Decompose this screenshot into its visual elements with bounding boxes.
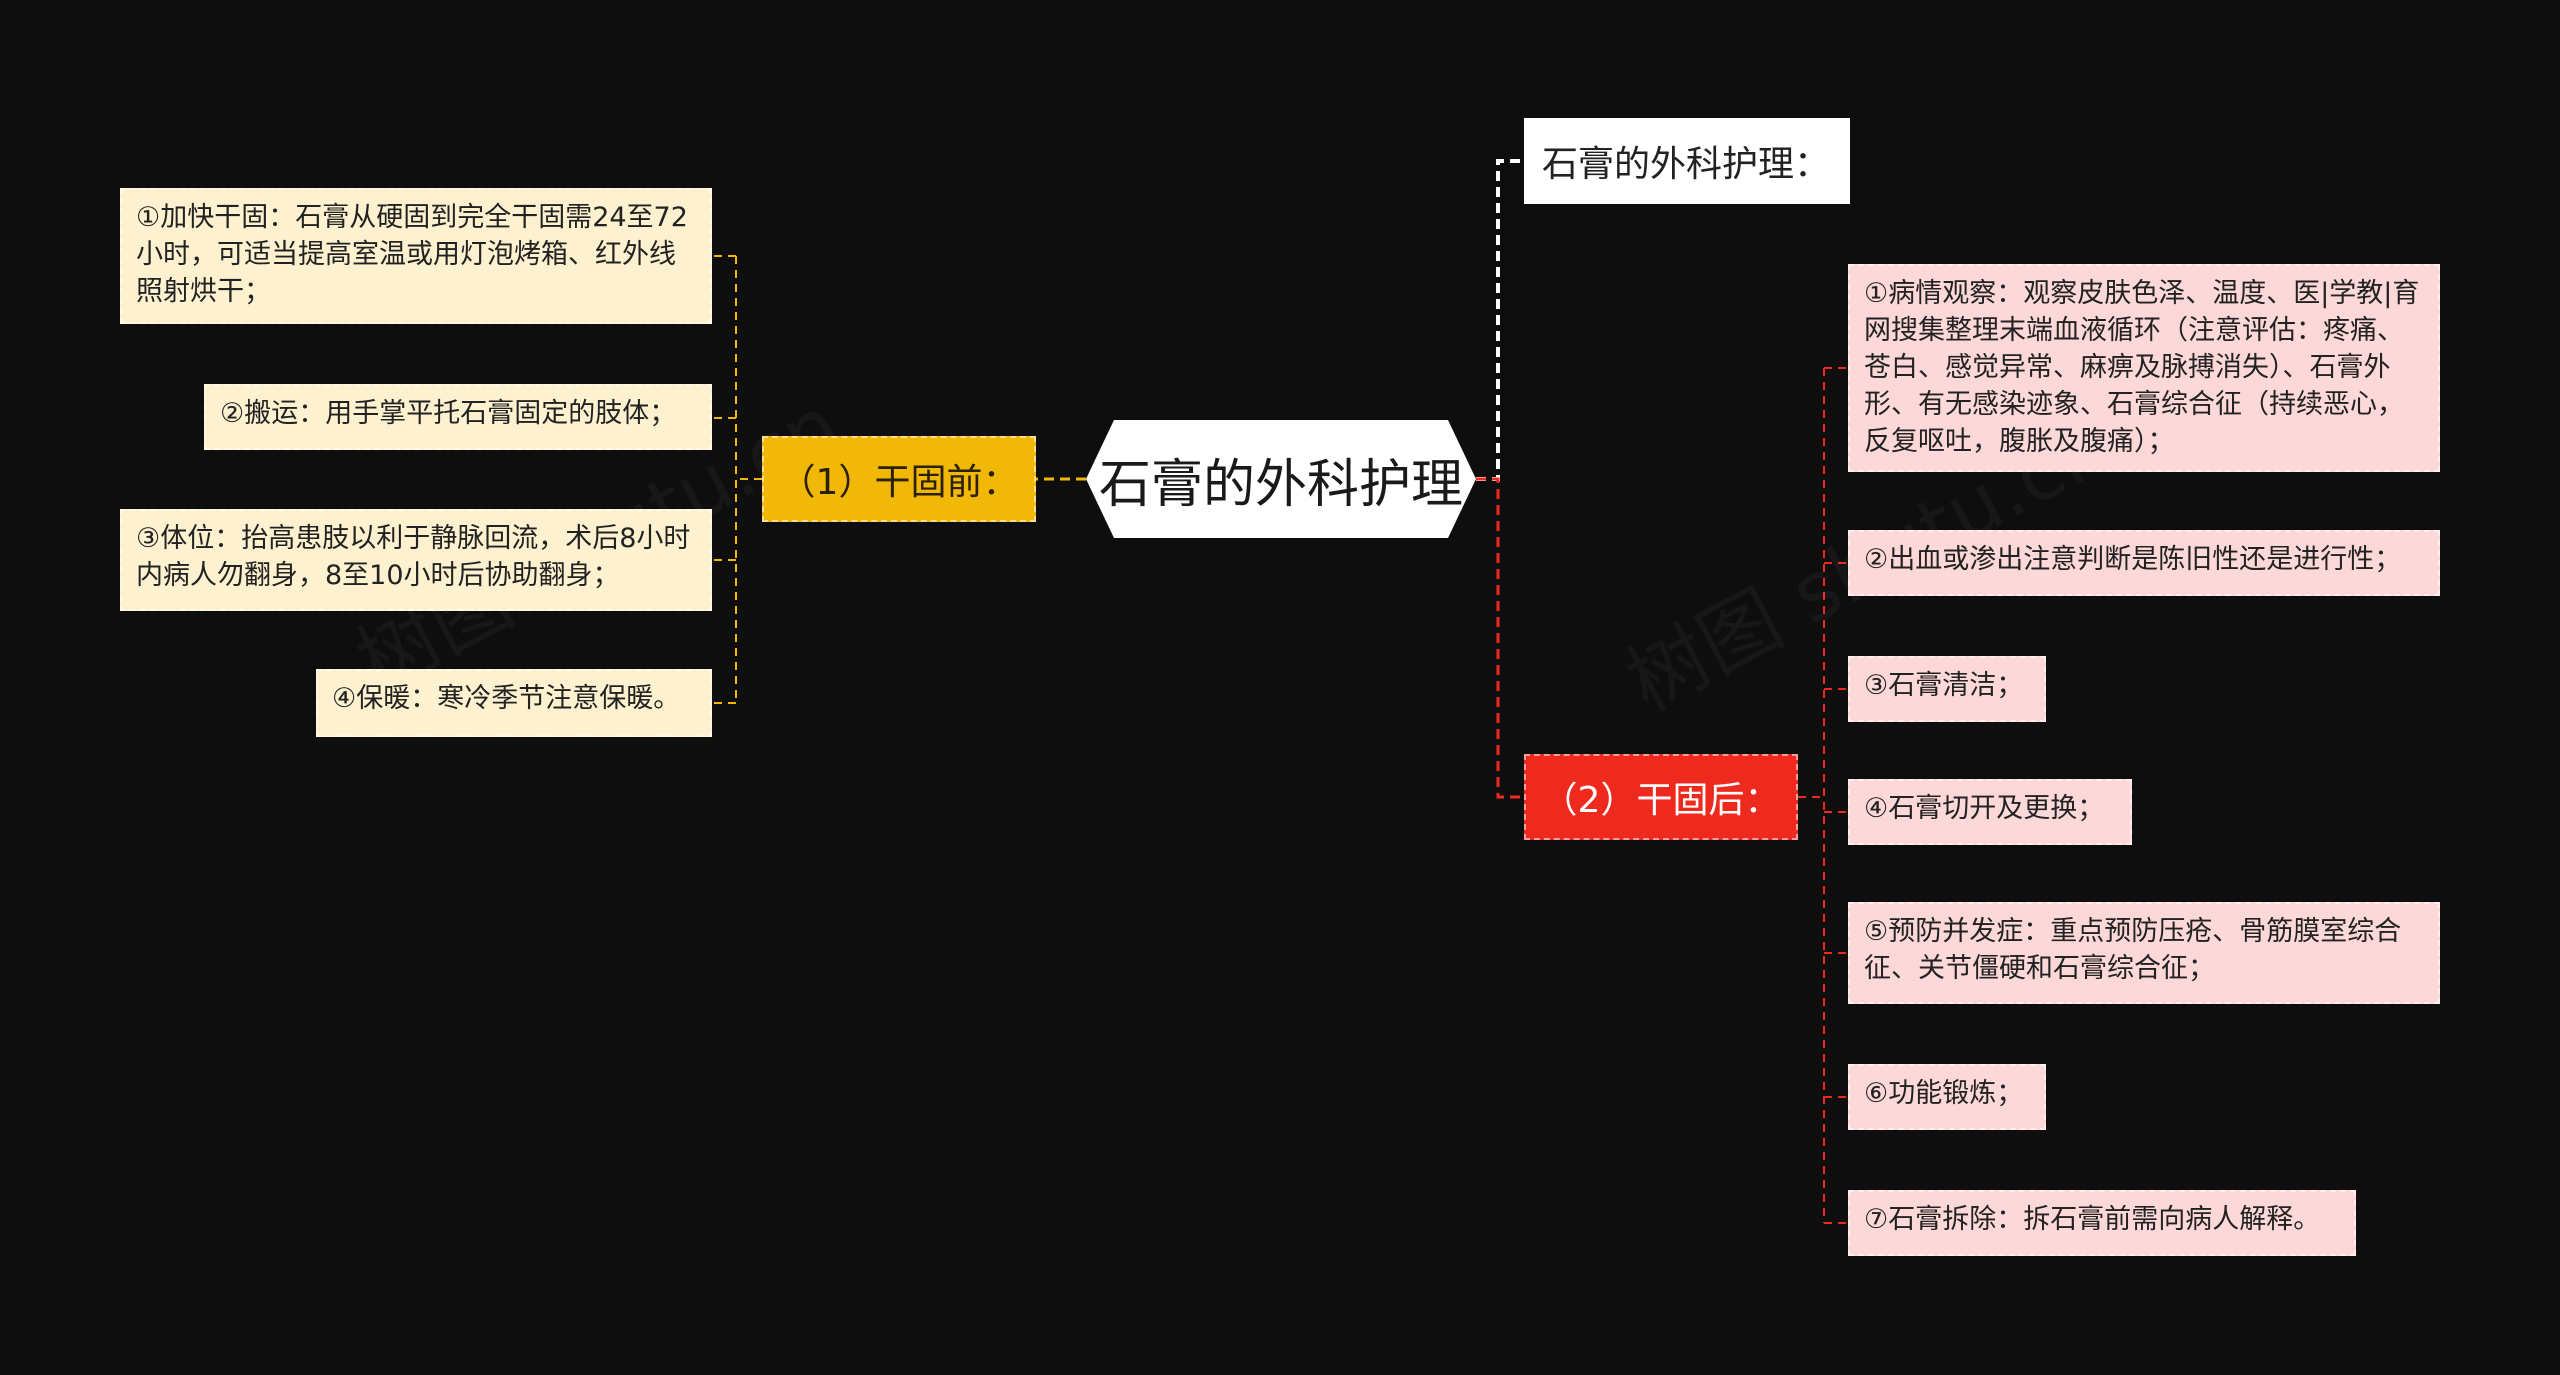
branch-title-node[interactable]: 石膏的外科护理： bbox=[1524, 118, 1850, 204]
leaf-before-1[interactable]: ①加快干固：石膏从硬固到完全干固需24至72小时，可适当提高室温或用灯泡烤箱、红… bbox=[120, 188, 712, 324]
leaf-text: ④保暖：寒冷季节注意保暖。 bbox=[332, 683, 681, 714]
leaf-text: ⑦石膏拆除：拆石膏前需向病人解释。 bbox=[1864, 1204, 2321, 1235]
leaf-after-7[interactable]: ⑦石膏拆除：拆石膏前需向病人解释。 bbox=[1848, 1190, 2356, 1256]
leaf-text: ①加快干固：石膏从硬固到完全干固需24至72小时，可适当提高室温或用灯泡烤箱、红… bbox=[136, 202, 688, 307]
leaf-after-5[interactable]: ⑤预防并发症：重点预防压疮、骨筋膜室综合征、关节僵硬和石膏综合征； bbox=[1848, 902, 2440, 1004]
leaf-text: ⑤预防并发症：重点预防压疮、骨筋膜室综合征、关节僵硬和石膏综合征； bbox=[1864, 916, 2402, 984]
leaf-after-2[interactable]: ②出血或渗出注意判断是陈旧性还是进行性； bbox=[1848, 530, 2440, 596]
leaf-text: ③体位：抬高患肢以利于静脉回流，术后8小时内病人勿翻身，8至10小时后协助翻身； bbox=[136, 523, 691, 591]
leaf-text: ②出血或渗出注意判断是陈旧性还是进行性； bbox=[1864, 544, 2402, 575]
root-node[interactable]: 石膏的外科护理 bbox=[1086, 420, 1476, 538]
branch-before-drying[interactable]: （1）干固前： bbox=[762, 436, 1036, 522]
link-root-after bbox=[1476, 477, 1524, 799]
leaf-after-6[interactable]: ⑥功能锻炼； bbox=[1848, 1064, 2046, 1130]
leaf-text: ②搬运：用手掌平托石膏固定的肢体； bbox=[220, 398, 677, 429]
leaf-text: ③石膏清洁； bbox=[1864, 670, 2024, 701]
leaf-after-4[interactable]: ④石膏切开及更换； bbox=[1848, 779, 2132, 845]
root-label: 石膏的外科护理 bbox=[1098, 454, 1463, 515]
leaf-text: ①病情观察：观察皮肤色泽、温度、医|学教|育网搜集整理末端血液循环（注意评估：疼… bbox=[1864, 278, 2420, 457]
branch-before-label: （1）干固前： bbox=[779, 462, 1019, 503]
leaf-before-3[interactable]: ③体位：抬高患肢以利于静脉回流，术后8小时内病人勿翻身，8至10小时后协助翻身； bbox=[120, 509, 712, 611]
leaf-after-3[interactable]: ③石膏清洁； bbox=[1848, 656, 2046, 722]
leaf-text: ⑥功能锻炼； bbox=[1864, 1078, 2024, 1109]
link-after-leaves bbox=[1798, 367, 1848, 1224]
leaf-after-1[interactable]: ①病情观察：观察皮肤色泽、温度、医|学教|育网搜集整理末端血液循环（注意评估：疼… bbox=[1848, 264, 2440, 472]
branch-after-drying[interactable]: （2）干固后： bbox=[1524, 754, 1798, 840]
branch-after-label: （2）干固后： bbox=[1541, 780, 1781, 821]
leaf-before-4[interactable]: ④保暖：寒冷季节注意保暖。 bbox=[316, 669, 712, 737]
leaf-text: ④石膏切开及更换； bbox=[1864, 793, 2105, 824]
branch-title-label: 石膏的外科护理： bbox=[1542, 144, 1831, 185]
link-root-title bbox=[1476, 159, 1524, 481]
leaf-before-2[interactable]: ②搬运：用手掌平托石膏固定的肢体； bbox=[204, 384, 712, 450]
link-before-leaves bbox=[712, 255, 762, 704]
